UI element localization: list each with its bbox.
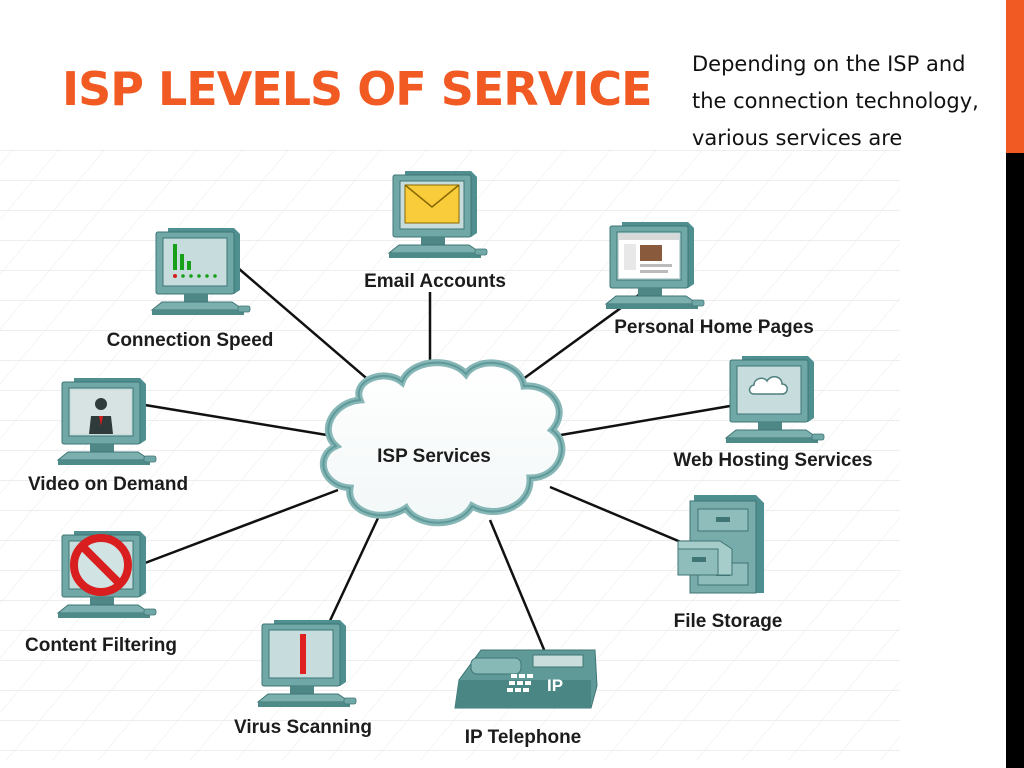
computer-cloud-icon	[725, 355, 825, 444]
filing-cabinet-icon	[677, 495, 764, 594]
label-personal-home-pages: Personal Home Pages	[614, 317, 814, 338]
node-web-hosting-services: Web Hosting Services	[673, 355, 873, 471]
computer-video-icon	[57, 377, 157, 466]
computer-scan-icon	[257, 619, 357, 708]
node-virus-scanning: Virus Scanning	[234, 619, 372, 738]
computer-blocked-icon	[57, 530, 157, 619]
ip-phone-icon: IP	[454, 649, 598, 709]
label-virus-scanning: Virus Scanning	[234, 717, 372, 738]
label-file-storage: File Storage	[674, 611, 783, 632]
label-ip-telephone: IP Telephone	[465, 727, 582, 748]
node-ip-telephone: IP IP Telephone	[454, 649, 598, 748]
ip-badge: IP	[547, 676, 563, 695]
node-video-on-demand: Video on Demand	[28, 377, 188, 495]
node-email-accounts: Email Accounts	[364, 170, 506, 292]
center-label: ISP Services	[377, 446, 491, 467]
computer-envelope-icon	[388, 170, 488, 259]
isp-services-diagram: ISP Services Email Accounts Personal Hom…	[0, 150, 900, 760]
slide-title: ISP LEVELS OF SERVICE	[62, 62, 653, 116]
label-connection-speed: Connection Speed	[107, 330, 274, 351]
label-video-on-demand: Video on Demand	[28, 474, 188, 495]
label-email-accounts: Email Accounts	[364, 271, 506, 292]
isp-services-cloud: ISP Services	[319, 359, 566, 527]
side-accent-bar	[1006, 0, 1024, 768]
node-content-filtering: Content Filtering	[25, 530, 177, 656]
computer-bar-graph-icon	[151, 227, 251, 316]
side-accent-highlight	[1006, 0, 1024, 153]
label-content-filtering: Content Filtering	[25, 635, 177, 656]
node-file-storage: File Storage	[674, 495, 783, 632]
computer-webpage-icon	[605, 221, 705, 310]
node-personal-home-pages: Personal Home Pages	[605, 221, 814, 338]
node-connection-speed: Connection Speed	[107, 227, 274, 351]
label-web-hosting-services: Web Hosting Services	[673, 450, 872, 471]
